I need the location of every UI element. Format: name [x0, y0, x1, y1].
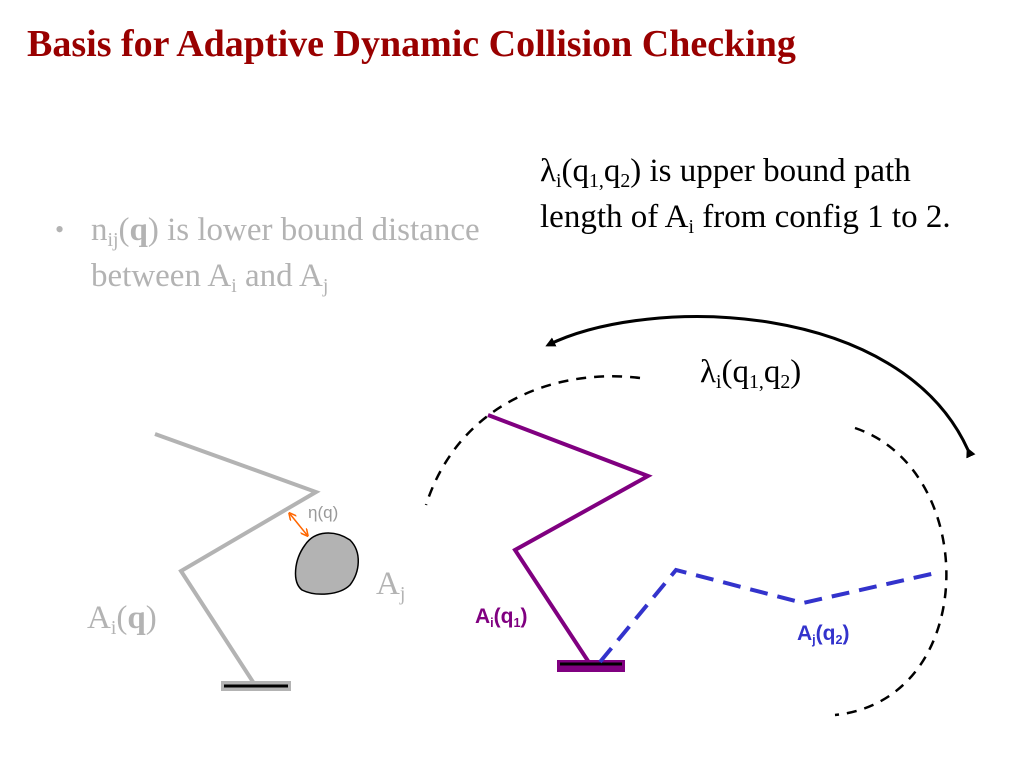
obstacle-aj: [294, 532, 359, 595]
label-ai-q1: Ai(q1): [475, 605, 528, 630]
robot-ai-q1: [487, 413, 653, 672]
label-eta: η(q): [308, 503, 339, 522]
dashed-arc-right: [834, 426, 948, 717]
label-ai-q: Ai(q): [87, 600, 157, 639]
label-aj-q2: Aj(q2): [797, 622, 850, 647]
robot-aj-q2: [598, 567, 941, 664]
label-aj: Aj: [376, 566, 406, 605]
lambda-label: λi(q1,q2): [700, 354, 802, 393]
eta-arrow: [290, 514, 307, 535]
robot-ai-q: [154, 432, 321, 691]
motion-arrow: [545, 315, 976, 459]
upper-bound-text: λi(q1,q2) is upper bound path length of …: [540, 153, 951, 238]
dashed-arc-left: [424, 375, 641, 506]
base-right-outer: [557, 660, 625, 672]
page-title: Basis for Adaptive Dynamic Collision Che…: [27, 23, 796, 65]
bullet-marker: •: [55, 215, 65, 244]
bullet-text: nij(q) is lower bound distance between A…: [91, 212, 480, 297]
